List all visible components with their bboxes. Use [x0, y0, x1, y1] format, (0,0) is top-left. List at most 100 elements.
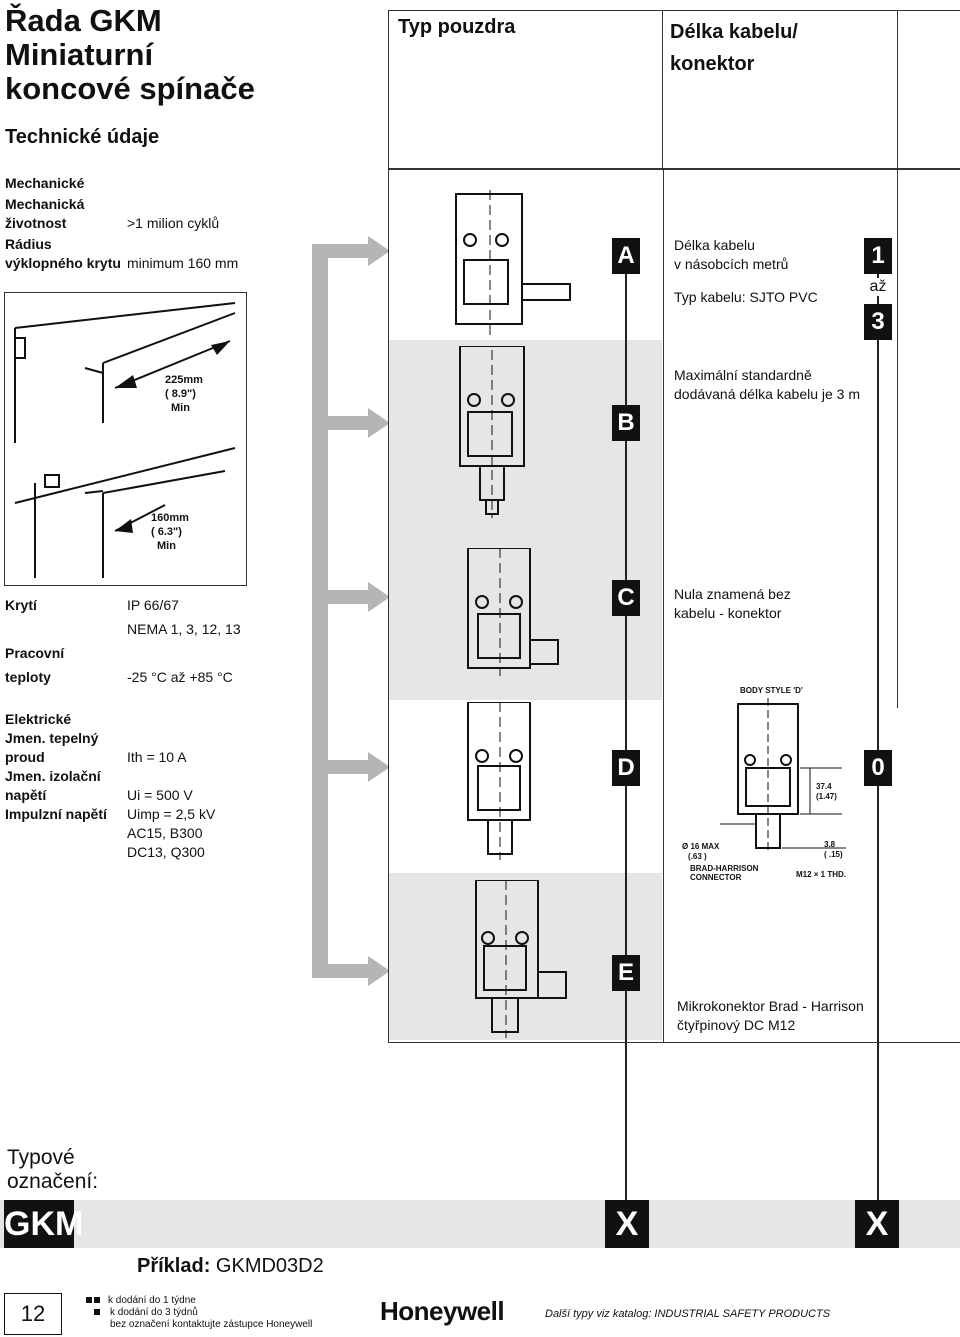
- option-a-text-3: Typ kabelu: SJTO PVC: [674, 289, 818, 305]
- elec-current-label-2: proud: [5, 749, 45, 765]
- elec-current-value: Ith = 10 A: [127, 749, 187, 765]
- housing-column: [388, 168, 664, 1043]
- temp-label-2: teploty: [5, 669, 51, 685]
- option-c: C: [612, 580, 640, 616]
- type-example-label: Příklad:: [137, 1255, 211, 1277]
- footer-catalog: Další typy viz katalog: INDUSTRIAL SAFET…: [545, 1308, 831, 1320]
- page-number: 12: [4, 1293, 62, 1335]
- type-label-2: označení:: [7, 1170, 99, 1193]
- lid-diagram: 225mm ( 8.9") Min 160mm ( 6.3") Min: [4, 292, 247, 586]
- title-line-3: koncové spínače: [5, 71, 255, 106]
- dimension-drawing: BODY STYLE 'D' 37.4 (1.47) Ø 16 MAX (.63…: [670, 684, 870, 882]
- dim-thread: M12 × 1 THD.: [796, 870, 847, 879]
- elec-ac-rating: AC15, B300: [127, 825, 203, 841]
- housing-e-drawing: [475, 880, 567, 1038]
- elec-impulse-label: Impulzní napětí: [5, 806, 107, 822]
- protection-nema: NEMA 1, 3, 12, 13: [127, 621, 241, 637]
- dim-connector: BRAD-HARRISON CONNECTOR: [690, 864, 758, 882]
- dim-length-in: (1.47): [816, 792, 837, 801]
- dimension-svg: [720, 698, 846, 854]
- dim-thread-in: ( .15): [824, 850, 843, 859]
- type-code: GKM: [4, 1200, 83, 1248]
- elec-impulse-value: Uimp = 2,5 kV: [127, 806, 216, 822]
- lid-dim-1-c: Min: [171, 402, 190, 414]
- type-label-1: Typové: [7, 1146, 75, 1169]
- lid-dim-2: 160mm ( 6.3") Min: [151, 511, 189, 553]
- option-a-text: Délka kabelu v násobcích metrů Typ kabel…: [674, 236, 818, 307]
- dim-connector-2: CONNECTOR: [690, 873, 742, 882]
- length-0: 0: [864, 750, 892, 786]
- housing-b-drawing: [459, 346, 525, 518]
- title-line-2: Miniaturní: [5, 37, 154, 72]
- housing-a-drawing: [455, 190, 571, 335]
- elec-voltage-value: Ui = 500 V: [127, 787, 193, 803]
- lid-dim-1-b: ( 8.9"): [165, 388, 196, 400]
- electrical-specs: Elektrické Jmen. tepelný proud Ith = 10 …: [5, 710, 385, 870]
- option-e: E: [612, 955, 640, 991]
- elec-voltage-label: Jmen. izolační: [5, 768, 101, 784]
- type-example: Příklad: GKMD03D2: [137, 1255, 324, 1278]
- mech-specs: Mechanické Mechanická životnost >1 milio…: [5, 174, 385, 273]
- mech-life-value: >1 milion cyklů: [127, 215, 220, 231]
- dim-thread-depth: 3.8 ( .15): [824, 840, 843, 860]
- option-a-text-2: v násobcích metrů: [674, 256, 789, 272]
- technical-heading: Technické údaje: [5, 126, 160, 148]
- type-example-value: GKMD03D2: [215, 1255, 324, 1277]
- temp-label: Pracovní: [5, 645, 65, 661]
- option-b: B: [612, 405, 640, 441]
- length-3: 3: [864, 304, 892, 340]
- mech-radius-value: minimum 160 mm: [127, 255, 239, 271]
- header-length-line1: Délka kabelu/: [670, 21, 798, 43]
- protection-ip: IP 66/67: [127, 597, 179, 613]
- option-c-text-1: Nula znamená bez: [674, 586, 791, 602]
- option-a: A: [612, 238, 640, 274]
- header-length-line2: konektor: [670, 53, 755, 75]
- length-column: [662, 168, 960, 1043]
- elec-dc-rating: DC13, Q300: [127, 844, 205, 860]
- option-e-text-1: Mikrokonektor Brad - Harrison: [677, 998, 864, 1014]
- dim-body-label: BODY STYLE 'D': [740, 686, 803, 695]
- footer-legend-2: k dodání do 3 týdnů: [110, 1307, 198, 1318]
- option-b-text-1: Maximální standardně: [674, 367, 812, 383]
- temp-value: -25 °C až +85 °C: [127, 669, 233, 685]
- elec-heading: Elektrické: [5, 711, 72, 727]
- option-b-text: Maximální standardně dodávaná délka kabe…: [674, 366, 860, 404]
- elec-voltage-label-2: napětí: [5, 787, 47, 803]
- option-b-text-2: dodávaná délka kabelu je 3 m: [674, 386, 861, 402]
- dim-length: 37.4 (1.47): [816, 782, 837, 802]
- protection-label: Krytí: [5, 597, 37, 613]
- mech-heading: Mechanické: [5, 175, 85, 191]
- footer-legend-3: bez označení kontaktujte zástupce Honeyw…: [110, 1319, 313, 1330]
- dim-diameter-mm: Ø 16 MAX: [682, 842, 720, 851]
- mech-life-label-2: životnost: [5, 215, 67, 231]
- type-band: [0, 1200, 960, 1248]
- mech-radius-label: Rádius: [5, 236, 52, 252]
- dim-thread-mm: 3.8: [824, 840, 836, 849]
- dim-diameter: Ø 16 MAX (.63 ): [682, 842, 719, 862]
- length-1: 1: [864, 238, 892, 274]
- mech-radius-label-2: výklopného krytu: [5, 255, 121, 271]
- option-a-text-1: Délka kabelu: [674, 237, 755, 253]
- option-e-text: Mikrokonektor Brad - Harrison čtyřpinový…: [677, 997, 864, 1035]
- dim-connector-1: BRAD-HARRISON: [690, 864, 759, 873]
- lid-dim-1-a: 225mm: [165, 374, 203, 386]
- title-line-1: Řada GKM: [5, 3, 162, 38]
- protection-specs: Krytí IP 66/67 NEMA 1, 3, 12, 13 Pracovn…: [5, 596, 385, 696]
- housing-c-drawing: [467, 548, 559, 676]
- housing-d-drawing: [467, 702, 531, 860]
- type-x-1: X: [605, 1200, 649, 1248]
- type-label: Typové označení:: [7, 1146, 98, 1194]
- option-e-text-2: čtyřpinový DC M12: [677, 1017, 796, 1033]
- type-x-2: X: [855, 1200, 899, 1248]
- lid-dim-1: 225mm ( 8.9") Min: [165, 373, 203, 415]
- header-col-type: Typ pouzdra: [398, 16, 516, 38]
- lid-dim-2-b: ( 6.3"): [151, 526, 182, 538]
- footer-legend: k dodání do 1 týdne k dodání do 3 týdnů …: [86, 1295, 312, 1331]
- option-c-text-2: kabelu - konektor: [674, 605, 782, 621]
- header-col-length: Délka kabelu/ konektor: [670, 16, 798, 80]
- lid-dim-2-a: 160mm: [151, 512, 189, 524]
- dim-length-mm: 37.4: [816, 782, 832, 791]
- footer-legend-1: k dodání do 1 týdne: [108, 1295, 196, 1306]
- length-to: až: [864, 278, 892, 296]
- elec-current-label: Jmen. tepelný: [5, 730, 99, 746]
